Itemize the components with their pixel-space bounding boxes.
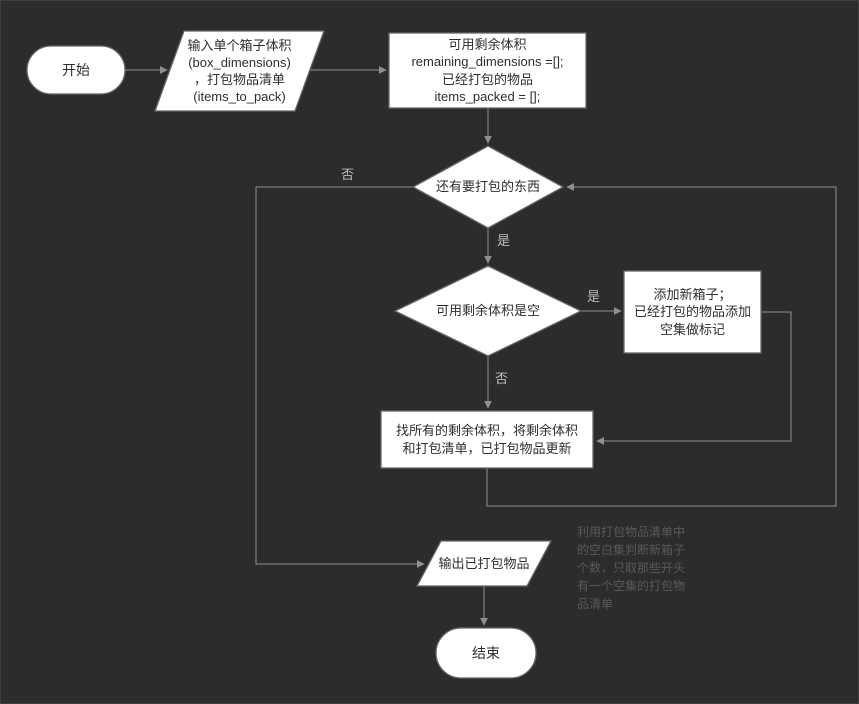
output-parallelogram-shape [415,540,553,587]
input-parallelogram-shape [154,30,325,112]
add-box-process-shape [623,270,762,354]
edge-label-no-space-not-empty: 否 [495,371,509,386]
output-annotation-note: 利用打包物品清单中 的空白集判断新箱子 个数，只取那些开头 有一个空集的打包物 … [577,525,686,611]
has-items-decision-shape [411,145,565,229]
edge-label-no-more-items: 否 [341,167,355,182]
update-process-shape [380,410,594,469]
edge-label-yes-space-empty: 是 [587,289,601,304]
start-terminator-shape [26,45,126,95]
edge-label-yes-more-items: 是 [497,233,511,248]
edge-addbox-to-update [596,311,792,445]
init-process-shape [388,32,587,109]
edge-decision1-no-to-output [255,186,425,568]
end-terminator-shape [435,627,537,679]
edge-update-loop-to-decision1 [486,183,837,507]
space-empty-decision-shape [393,265,583,357]
